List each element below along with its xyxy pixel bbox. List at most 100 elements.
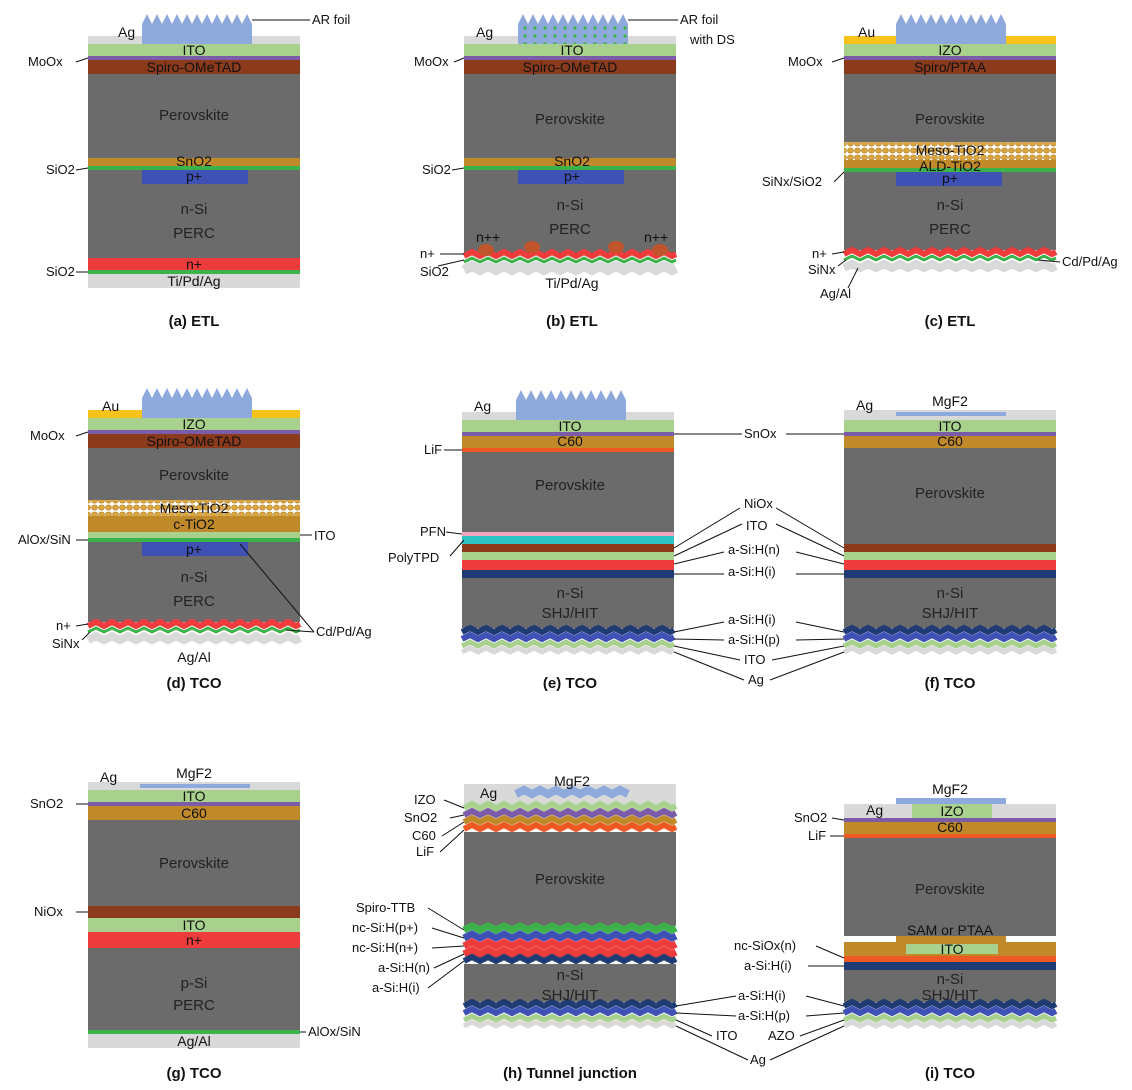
asihp-rear (842, 631, 1058, 643)
caption-c: (c) ETL (925, 313, 976, 330)
label-ncsi-p: nc-Si:H(p+) (352, 920, 418, 935)
izo-layer (844, 44, 1056, 56)
label-ito-bot: ITO (744, 652, 765, 667)
label-sio2-bot: SiO2 (420, 264, 449, 279)
npp-bump (478, 244, 494, 256)
caption-f: (f) TCO (925, 675, 976, 692)
snox-layer (844, 432, 1056, 436)
ito-rear (842, 639, 1058, 649)
asihp-rear (460, 631, 676, 643)
label-ito: ITO (558, 418, 581, 434)
label-perovskite: Perovskite (159, 107, 229, 124)
c60-layer (844, 822, 1056, 834)
panel-b: Ag AR foil with DS ITO MoOx Spiro-OMeTAD… (414, 12, 735, 330)
ito-rear (462, 1013, 678, 1023)
moox-layer (844, 56, 1056, 60)
label-sinx: SiNx (808, 262, 836, 277)
label-ag: Ag (856, 397, 873, 413)
label-lif: LiF (416, 844, 434, 859)
c60-textured (462, 814, 678, 826)
asihn-layer (462, 560, 674, 570)
label-ito: ITO (560, 42, 583, 58)
ito-layer (88, 44, 300, 56)
label-ncsiox: nc-SiOx(n) (734, 938, 796, 953)
label-rear: Ti/Pd/Ag (545, 275, 598, 291)
ncsiox-layer (844, 956, 1056, 962)
label-nsi: n-Si (557, 197, 584, 214)
perovskite-layer (88, 74, 300, 158)
label-perc: PERC (173, 997, 215, 1014)
label-ito2: ITO (182, 917, 205, 933)
panel-f: Ag MgF2 ITO C60 Perovskite n-Si SHJ/HIT … (842, 393, 1058, 692)
niox-layer (844, 544, 1056, 552)
alox-layer (88, 538, 300, 542)
label-perovskite: Perovskite (535, 871, 605, 888)
spiro-layer (88, 434, 300, 448)
ag-rear (842, 1019, 1058, 1029)
panel-g: Ag MgF2 ITO SnO2 C60 Perovskite NiOx ITO… (30, 765, 361, 1082)
asihi-rear (462, 998, 678, 1010)
label-c60: C60 (557, 433, 583, 449)
snox-layer (462, 432, 674, 436)
ito-mid-layer (844, 552, 1056, 560)
perovskite-layer (464, 832, 676, 926)
label-alox: AlOx/SiN (18, 532, 71, 547)
izo-layer (88, 418, 300, 430)
label-sam: SAM or PTAA (907, 922, 994, 938)
label-c60: C60 (181, 805, 207, 821)
silicon-bulk (844, 578, 1056, 628)
label-ito: ITO (716, 1028, 737, 1043)
ag-rear (462, 1019, 678, 1029)
label-izo: IZO (414, 792, 436, 807)
shared-labels-ef: SnOx NiOx ITO a-Si:H(n) a-Si:H(i) a-Si:H… (673, 426, 845, 687)
label-asihi-bot: a-Si:H(i) (728, 612, 776, 627)
ito-layer (844, 420, 1056, 432)
ito-layer (88, 532, 300, 538)
rear-contact-textured (86, 631, 302, 645)
caption-b: (b) ETL (546, 313, 598, 330)
npp-bump (652, 244, 668, 256)
label-au: Au (858, 24, 875, 40)
sinx-textured (843, 254, 1057, 262)
asihp-rear (842, 1005, 1058, 1017)
caption-h: (h) Tunnel junction (503, 1065, 637, 1082)
asihi-rear (842, 998, 1058, 1010)
alox-layer (88, 1030, 300, 1034)
ito-rear (460, 639, 676, 649)
ncsi-p-textured (462, 930, 678, 942)
nplus-layer (88, 258, 300, 270)
mgf2-layer (896, 798, 1006, 804)
label-ito-mid: ITO (746, 518, 767, 533)
label-perovskite: Perovskite (915, 485, 985, 502)
label-sio2-top: SiO2 (46, 162, 75, 177)
label-asihn: a-Si:H(n) (378, 960, 430, 975)
ito-mid-layer (462, 552, 674, 560)
spiro-ttb-textured (462, 922, 678, 934)
caption-a: (a) ETL (169, 313, 220, 330)
label-perovskite: Perovskite (159, 467, 229, 484)
rear-contact-textured (842, 259, 1058, 273)
asihi-layer (462, 570, 674, 578)
label-perovskite: Perovskite (915, 111, 985, 128)
meso-tio2-layer (844, 142, 1056, 160)
label-asihi: a-Si:H(i) (372, 980, 420, 995)
panel-e: Ag ITO C60 LiF Perovskite PFN PolyTPD n-… (388, 390, 676, 692)
azo-rear (842, 1013, 1058, 1023)
silicon-bulk (464, 964, 676, 1002)
lif-textured (462, 821, 678, 833)
label-asihn: a-Si:H(n) (728, 542, 780, 557)
label-shj: SHJ/HIT (922, 605, 979, 622)
perovskite-layer (844, 74, 1056, 142)
caption-i: (i) TCO (925, 1065, 975, 1082)
asihi-layer (844, 570, 1056, 578)
silicon-bulk (142, 184, 248, 258)
label-asihi-top: a-Si:H(i) (728, 564, 776, 579)
perovskite-layer (462, 452, 674, 532)
ar-foil (142, 388, 252, 418)
label-pplus: p+ (186, 541, 202, 557)
label-spiro: Spiro/PTAA (914, 59, 987, 75)
label-with-ds: with DS (689, 32, 735, 47)
label-lif: LiF (808, 828, 826, 843)
rear-contact-textured (461, 260, 679, 276)
